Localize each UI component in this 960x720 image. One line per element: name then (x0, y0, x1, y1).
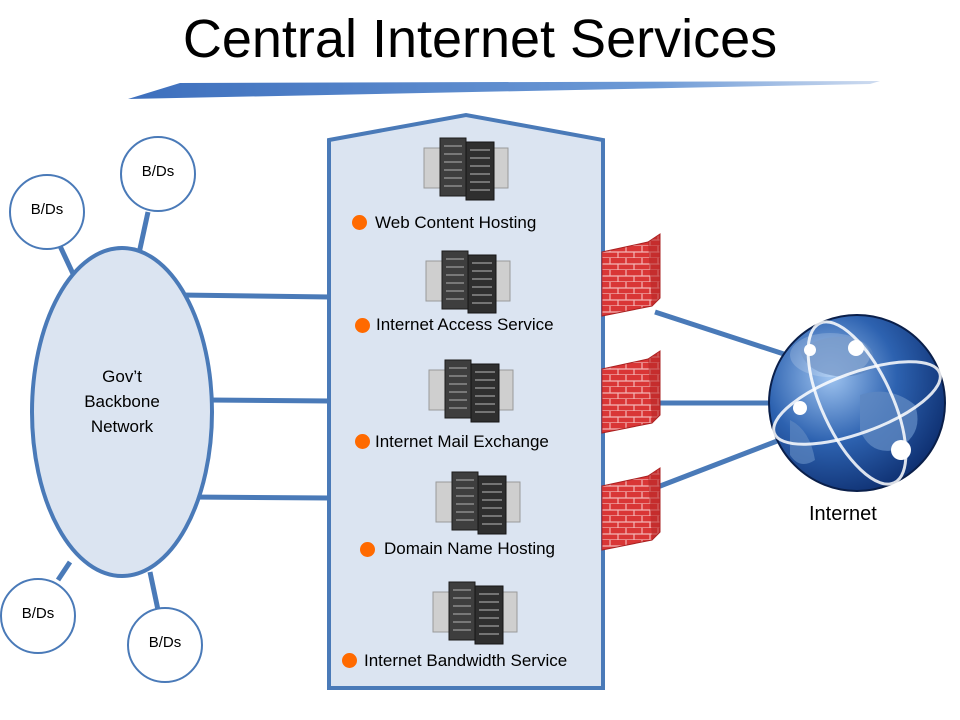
link-backbone-box-3 (189, 494, 331, 501)
bullet-dot (360, 542, 375, 557)
bullet-dot (352, 215, 367, 230)
title-underline (128, 81, 880, 99)
service-label: Domain Name Hosting (384, 539, 556, 558)
service-label: Web Content Hosting (375, 213, 537, 232)
node-label: B/Ds (148, 634, 182, 651)
bullet-dot (355, 434, 370, 449)
node-label: B/Ds (21, 605, 55, 622)
link-node-3 (55, 560, 73, 582)
page-title: Central Internet Services (182, 9, 778, 69)
node-circle-2 (9, 174, 85, 250)
backbone-line-2: Backbone (84, 392, 160, 411)
service-label: Internet Bandwidth Service (364, 651, 568, 670)
node-circle-4 (127, 607, 203, 683)
link-firewall-globe-3 (654, 435, 786, 491)
bullet-dot (355, 318, 370, 333)
service-label: Internet Access Service (376, 315, 554, 334)
backbone-line-1: Gov’t (102, 367, 142, 386)
backbone-label: Gov’t Backbone Network (62, 364, 182, 439)
service-label: Internet Mail Exchange (375, 432, 549, 451)
node-label: B/Ds (30, 201, 64, 218)
node-label: B/Ds (141, 163, 175, 180)
link-node-4 (147, 571, 161, 611)
node-circle-3 (0, 578, 76, 654)
backbone-ellipse (30, 246, 214, 578)
firewall-icon (601, 350, 661, 434)
firewall-icon (601, 467, 661, 551)
link-backbone-box-2 (207, 397, 331, 404)
internet-label: Internet (809, 503, 877, 525)
firewall-icon (601, 233, 661, 317)
link-backbone-box-1 (179, 292, 331, 300)
globe-icon (768, 314, 946, 492)
bullet-dot (342, 653, 357, 668)
link-firewall-globe-1 (654, 309, 791, 359)
node-circle-1 (120, 136, 196, 212)
backbone-line-3: Network (90, 417, 154, 436)
